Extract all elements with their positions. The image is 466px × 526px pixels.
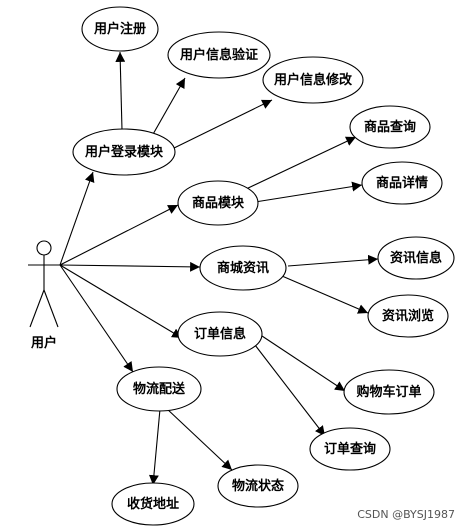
edge-login-verify [151, 77, 186, 137]
edge-order-oquery [254, 344, 326, 437]
edge-actor-goods [59, 204, 179, 266]
node-cart-label: 购物车订单 [356, 384, 421, 400]
node-address: 收货地址 [111, 482, 195, 526]
edge-actor-order [59, 264, 183, 339]
node-newsbrowse-label: 资讯浏览 [382, 308, 434, 324]
node-address-label: 收货地址 [127, 496, 179, 512]
edge-actor-logistics [59, 264, 134, 373]
edge-login-reg [115, 51, 126, 131]
node-reg: 用户注册 [81, 6, 159, 52]
node-news-label: 商城资讯 [217, 260, 269, 276]
node-gquery: 商品查询 [349, 105, 431, 149]
node-order-label: 订单信息 [194, 326, 246, 342]
node-goods: 商品模块 [177, 180, 259, 226]
node-modify-label: 用户信息修改 [273, 72, 353, 88]
watermark: CSDN @BYSJ1987 [357, 508, 455, 521]
node-modify: 用户信息修改 [262, 56, 364, 104]
edge-actor-login [59, 171, 95, 266]
node-lstatus: 物流状态 [217, 464, 299, 508]
node-oquery-label: 订单查询 [324, 441, 376, 457]
edge-goods-gdetail [254, 181, 363, 203]
node-login: 用户登录模块 [72, 128, 176, 176]
node-newsinfo-label: 资讯信息 [390, 250, 442, 266]
edge-goods-gquery [243, 136, 357, 191]
edge-logistics-lstatus [165, 407, 233, 471]
node-verify-label: 用户信息验证 [179, 47, 258, 63]
edges [59, 51, 379, 486]
node-oquery: 订单查询 [309, 427, 391, 471]
node-reg-label: 用户注册 [93, 21, 146, 37]
node-login-label: 用户登录模块 [84, 144, 164, 160]
node-verify: 用户信息验证 [167, 31, 271, 79]
node-cart: 购物车订单 [343, 369, 435, 415]
edge-news-newsinfo [287, 254, 379, 267]
edge-login-modify [169, 99, 273, 151]
node-newsinfo: 资讯信息 [377, 236, 455, 280]
node-logistics-label: 物流配送 [133, 381, 186, 397]
actor-label: 用户 [30, 335, 57, 351]
node-news: 商城资讯 [199, 245, 287, 291]
node-logistics: 物流配送 [116, 366, 202, 412]
edge-logistics-address [148, 408, 161, 486]
edge-news-newsbrowse [281, 275, 369, 314]
edge-order-cart [261, 335, 346, 392]
actor-leg-right [43, 289, 59, 328]
edge-actor-news [59, 261, 201, 272]
node-gdetail-label: 商品详情 [376, 175, 428, 191]
node-gdetail: 商品详情 [361, 161, 443, 205]
actor-user [28, 240, 60, 328]
node-newsbrowse: 资讯浏览 [367, 294, 449, 338]
actor-leg-left [29, 289, 45, 328]
node-gquery-label: 商品查询 [364, 119, 416, 135]
actor-head [36, 240, 52, 256]
node-goods-label: 商品模块 [192, 195, 245, 211]
node-lstatus-label: 物流状态 [232, 478, 284, 494]
node-order: 订单信息 [177, 311, 263, 357]
